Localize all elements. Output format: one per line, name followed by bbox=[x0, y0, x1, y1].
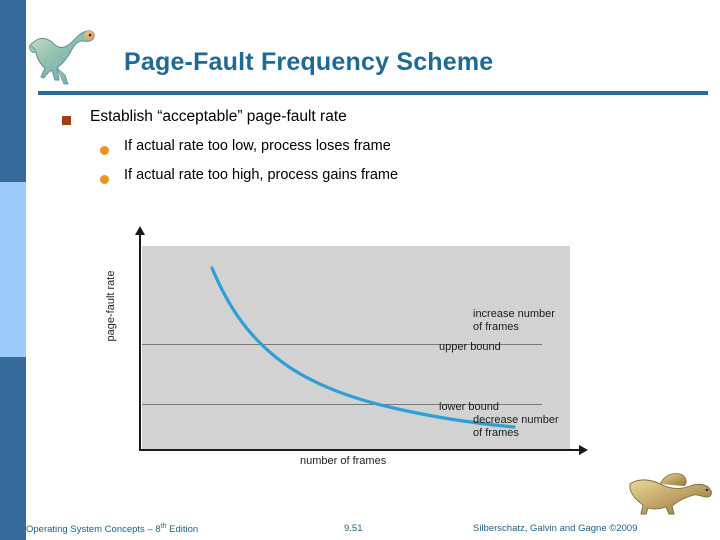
x-axis-line bbox=[139, 449, 582, 451]
footer-course-text: Operating System Concepts – 8 bbox=[26, 524, 161, 536]
title-divider bbox=[38, 91, 708, 95]
dinosaur-logo-icon bbox=[28, 30, 95, 85]
bullet-level1: Establish “acceptable” page-fault rate bbox=[62, 108, 720, 138]
x-axis-arrow-icon bbox=[579, 445, 588, 455]
footer-edition-superscript: th bbox=[160, 523, 167, 530]
increase-frames-line1: increase number bbox=[473, 308, 555, 320]
bullet-level2-item: If actual rate too high, process gains f… bbox=[100, 167, 720, 196]
sidebar-segment-top bbox=[0, 0, 26, 182]
page-title: Page-Fault Frequency Scheme bbox=[124, 48, 494, 76]
x-axis-label: number of frames bbox=[300, 455, 387, 467]
upper-bound-line bbox=[142, 344, 542, 345]
bullet-level2-item: If actual rate too low, process loses fr… bbox=[100, 138, 720, 167]
lower-bound-label: lower bound bbox=[439, 401, 499, 413]
bullet-level2-text: If actual rate too high, process gains f… bbox=[124, 167, 399, 183]
footer-page-number: 9.51 bbox=[344, 523, 363, 534]
sidebar-segment-bottom bbox=[0, 357, 26, 540]
bullet-level1-text: Establish “acceptable” page-fault rate bbox=[90, 108, 347, 125]
y-axis-arrow-icon bbox=[135, 226, 145, 235]
dinosaur-decoration-icon bbox=[629, 473, 712, 515]
y-axis-line bbox=[139, 232, 141, 451]
decrease-frames-line1: decrease number bbox=[473, 414, 559, 426]
bullet-list: Establish “acceptable” page-fault rate I… bbox=[0, 108, 720, 196]
plot-area bbox=[142, 246, 570, 450]
bullet-level2-text: If actual rate too low, process loses fr… bbox=[124, 138, 391, 154]
upper-bound-label: upper bound bbox=[439, 341, 501, 353]
footer-edition-text: Edition bbox=[166, 524, 199, 536]
lower-bound-line bbox=[142, 404, 542, 405]
decrease-frames-line2: of frames bbox=[473, 427, 519, 439]
decrease-frames-note: decrease number of frames bbox=[473, 414, 559, 440]
round-bullet-icon bbox=[100, 175, 109, 184]
round-bullet-icon bbox=[100, 146, 109, 155]
square-bullet-icon bbox=[62, 116, 71, 125]
title-block: Page-Fault Frequency Scheme bbox=[0, 20, 720, 95]
page-fault-rate-curve bbox=[210, 266, 516, 429]
sidebar-segment-middle bbox=[0, 182, 26, 357]
footer-copyright: Silberschatz, Galvin and Gagne ©2009 bbox=[473, 523, 638, 534]
increase-frames-line2: of frames bbox=[473, 321, 519, 333]
y-axis-label: page-fault rate bbox=[105, 270, 117, 342]
increase-frames-note: increase number of frames bbox=[473, 308, 555, 334]
footer-course-label: Operating System Concepts – 8th Edition bbox=[26, 523, 198, 535]
